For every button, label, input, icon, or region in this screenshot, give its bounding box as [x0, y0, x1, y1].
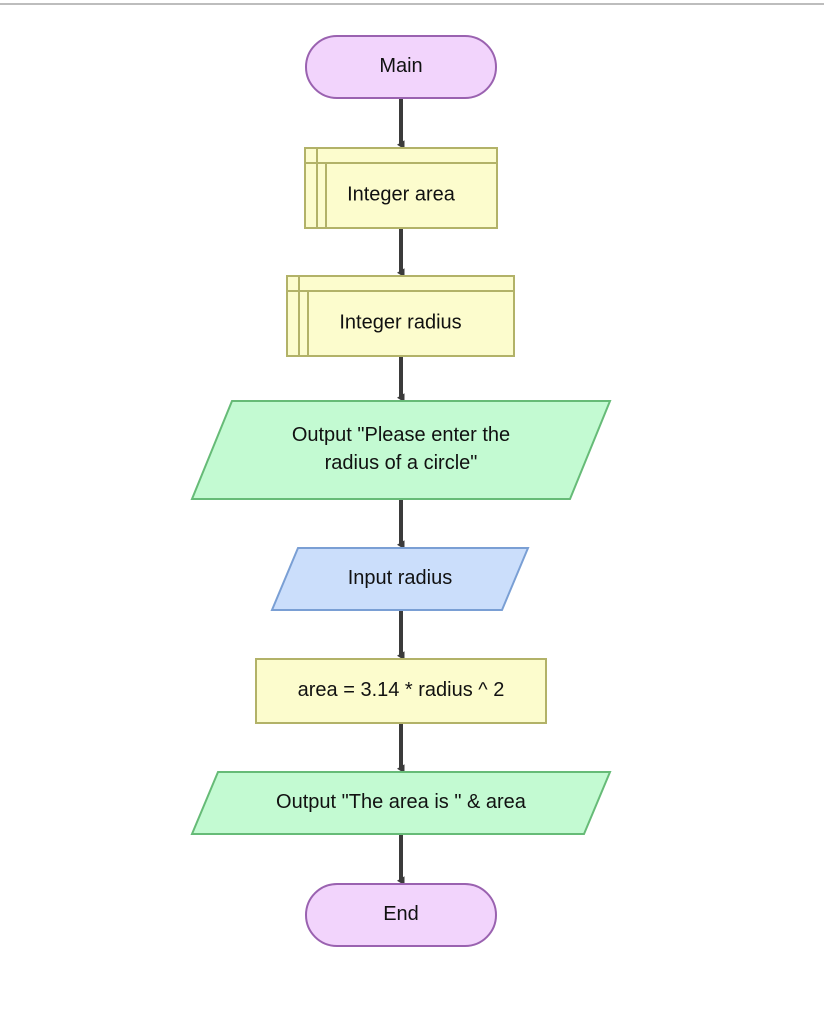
- rounded-terminator-icon: [305, 35, 497, 99]
- node-label: Integer area: [347, 184, 456, 206]
- process-box-icon: [255, 658, 547, 724]
- node-label: area = 3.14 * radius ^ 2: [298, 679, 505, 701]
- node-label: Main: [379, 55, 422, 77]
- rounded-terminator-icon: [305, 883, 497, 947]
- node-label: Input radius: [348, 567, 453, 589]
- declaration-box-icon: [286, 275, 515, 357]
- flowchart-node-input-radius[interactable]: Input radius: [270, 547, 530, 611]
- node-label: Integer radius: [339, 312, 461, 334]
- node-label: Output "The area is " & area: [276, 791, 527, 813]
- flowchart-node-output-area[interactable]: Output "The area is " & area: [190, 771, 612, 835]
- flowchart-node-declare-radius[interactable]: Integer radius: [286, 275, 515, 357]
- flowchart-node-process-area[interactable]: area = 3.14 * radius ^ 2: [255, 658, 547, 724]
- parallelogram-output-icon: [190, 400, 612, 500]
- flowchart-node-start[interactable]: Main: [305, 35, 497, 99]
- parallelogram-output-icon: [190, 771, 612, 835]
- flowchart-node-end[interactable]: End: [305, 883, 497, 947]
- parallelogram-input-icon: [270, 547, 530, 611]
- declaration-box-icon: [304, 147, 498, 229]
- flowchart-node-declare-area[interactable]: Integer area: [304, 147, 498, 229]
- node-label: End: [383, 903, 419, 925]
- top-divider-rule: [0, 3, 824, 5]
